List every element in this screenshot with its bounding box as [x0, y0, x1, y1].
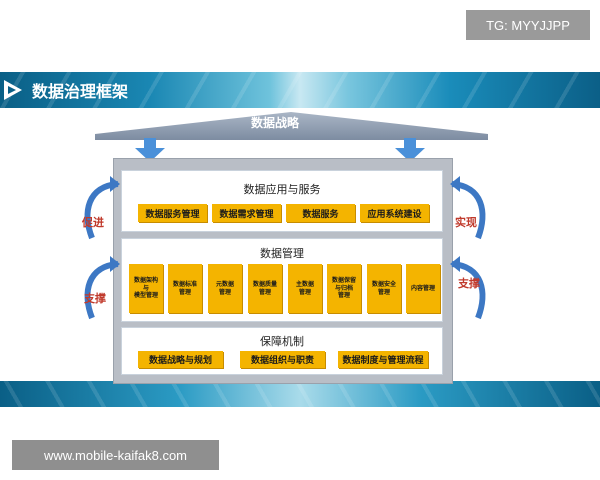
application-layer-title: 数据应用与服务	[243, 183, 321, 196]
data-service-management-box: 数据服务管理	[138, 204, 207, 222]
management-layer-title: 数据管理	[260, 247, 304, 260]
architecture-model-box: 数据架构 与 模型管理	[129, 264, 163, 313]
application-layer-panel: 数据应用与服务	[121, 170, 443, 232]
retention-archive-box: 数据保留 与归档 管理	[327, 264, 361, 313]
support-right-label: 支撑	[458, 277, 480, 290]
data-service-box: 数据服务	[286, 204, 355, 222]
logo-icon	[4, 80, 22, 100]
title-banner: 数据治理框架	[0, 72, 600, 108]
metadata-box: 元数据 管理	[208, 264, 242, 313]
assurance-layer-title: 保障机制	[260, 335, 304, 348]
data-standard-box: 数据标准 管理	[168, 264, 202, 313]
organization-duty-box: 数据组织与职责	[240, 351, 325, 368]
down-arrow-left-icon	[135, 138, 165, 162]
left-curved-arrows-icon	[84, 176, 120, 320]
banner-pattern	[0, 72, 600, 108]
data-quality-box: 数据质量 管理	[248, 264, 282, 313]
strategy-label: 数据战略	[250, 116, 299, 130]
bottom-band	[0, 381, 600, 407]
application-system-box: 应用系统建设	[360, 204, 429, 222]
page-title: 数据治理框架	[32, 82, 129, 101]
promote-label: 促进	[82, 216, 104, 229]
content-management-box: 内容管理	[406, 264, 440, 313]
support-left-label: 支撑	[84, 292, 106, 305]
master-data-box: 主数据 管理	[288, 264, 322, 313]
realize-label: 实现	[455, 216, 477, 229]
data-security-box: 数据安全 管理	[367, 264, 401, 313]
watermark-bottom: www.mobile-kaifak8.com	[12, 440, 219, 470]
policy-process-box: 数据制度与管理流程	[338, 351, 428, 368]
down-arrow-right-icon	[395, 138, 425, 162]
data-demand-management-box: 数据需求管理	[212, 204, 281, 222]
strategy-planning-box: 数据战略与规划	[138, 351, 223, 368]
watermark-top: TG: MYYJJPP	[466, 10, 590, 40]
strategy-roof	[95, 112, 488, 140]
right-curved-arrows-icon	[450, 176, 486, 320]
